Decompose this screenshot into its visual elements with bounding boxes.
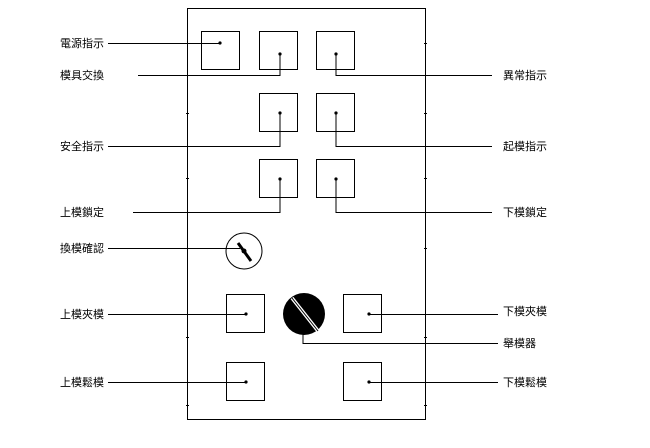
upper-mold-release-button[interactable] (226, 362, 265, 401)
label-mold-lift-indicator: 起模指示 (503, 139, 547, 153)
panel-outline (187, 8, 426, 420)
mold-change-button[interactable] (259, 31, 298, 70)
label-upper-mold-release: 上模鬆模 (60, 375, 104, 389)
lower-mold-clamp-button[interactable] (343, 294, 382, 333)
label-mold-change-confirm: 換模確認 (60, 241, 104, 255)
label-upper-mold-lock: 上模鎖定 (60, 205, 104, 219)
label-lower-mold-release: 下模鬆模 (503, 375, 547, 389)
key-switch-icon[interactable] (225, 232, 263, 270)
lower-mold-release-button[interactable] (343, 362, 382, 401)
power-indicator-lamp (201, 31, 240, 70)
leader-lines (108, 43, 498, 383)
label-lower-mold-lock: 下模鎖定 (503, 205, 547, 219)
label-abnormal-indicator: 異常指示 (503, 68, 547, 82)
rotary-selector-icon[interactable] (283, 293, 325, 335)
edge-ticks (186, 43, 427, 406)
label-mold-lifter: 舉模器 (503, 337, 536, 350)
label-upper-mold-clamp: 上模夾模 (60, 308, 104, 321)
label-lower-mold-clamp: 下模夾模 (503, 305, 547, 318)
label-mold-change: 模具交換 (60, 68, 104, 82)
label-power-indicator: 電源指示 (60, 36, 104, 50)
label-safety-indicator: 安全指示 (60, 139, 104, 153)
